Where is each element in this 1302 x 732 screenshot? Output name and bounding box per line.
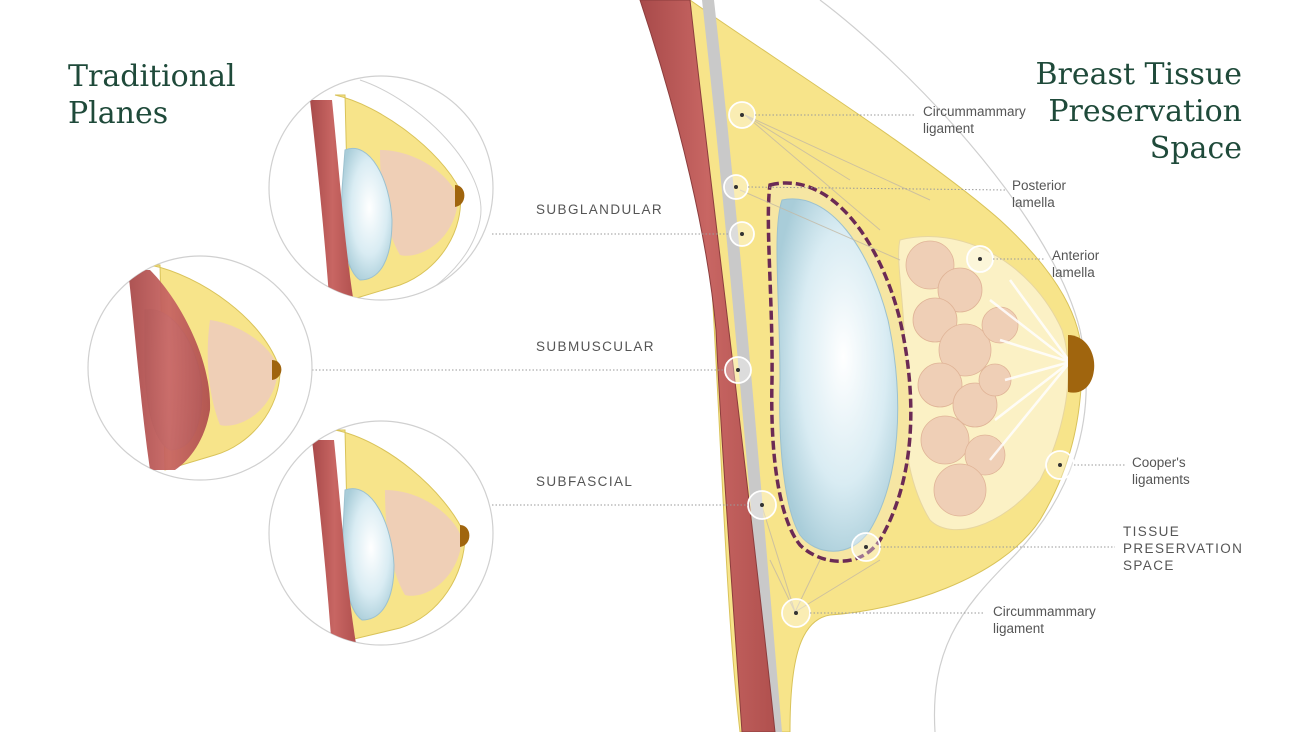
- title-left-line-1: Traditional: [68, 59, 236, 94]
- implant: [776, 198, 899, 552]
- label-subfascial: SUBFASCIAL: [536, 474, 634, 489]
- label-submuscular: SUBMUSCULAR: [536, 339, 655, 354]
- label-tissue-preservation-space: TISSUE PRESERVATION SPACE: [1123, 524, 1244, 573]
- nipple: [1068, 335, 1095, 393]
- label-circummammary-ligament-top: Circummammary ligament: [923, 104, 1026, 136]
- title-breast-tissue-preservation-space: Breast Tissue Preservation Space: [1036, 56, 1242, 167]
- main-breast-illustration: [639, 0, 1095, 732]
- label-anterior-lamella: Anterior lamella: [1052, 248, 1100, 280]
- label-subglandular: SUBGLANDULAR: [536, 202, 664, 217]
- label-circummammary-ligament-bottom: Circummammary ligament: [993, 604, 1096, 636]
- vignette-subglandular: [268, 75, 494, 301]
- title-traditional-planes: Traditional Planes: [68, 58, 236, 132]
- label-coopers-ligaments: Cooper's ligaments: [1132, 455, 1190, 487]
- label-posterior-lamella: Posterior lamella: [1012, 178, 1067, 210]
- pectoral-muscle: [639, 0, 776, 732]
- skin-outline: [819, 0, 1087, 732]
- vignette-submuscular: [87, 255, 313, 481]
- vignette-subfascial: [268, 420, 494, 646]
- title-left-line-2: Planes: [68, 96, 169, 131]
- title-right-line-3: Space: [1149, 131, 1242, 166]
- title-right-line-2: Preservation: [1048, 94, 1242, 129]
- title-right-line-1: Breast Tissue: [1035, 57, 1242, 92]
